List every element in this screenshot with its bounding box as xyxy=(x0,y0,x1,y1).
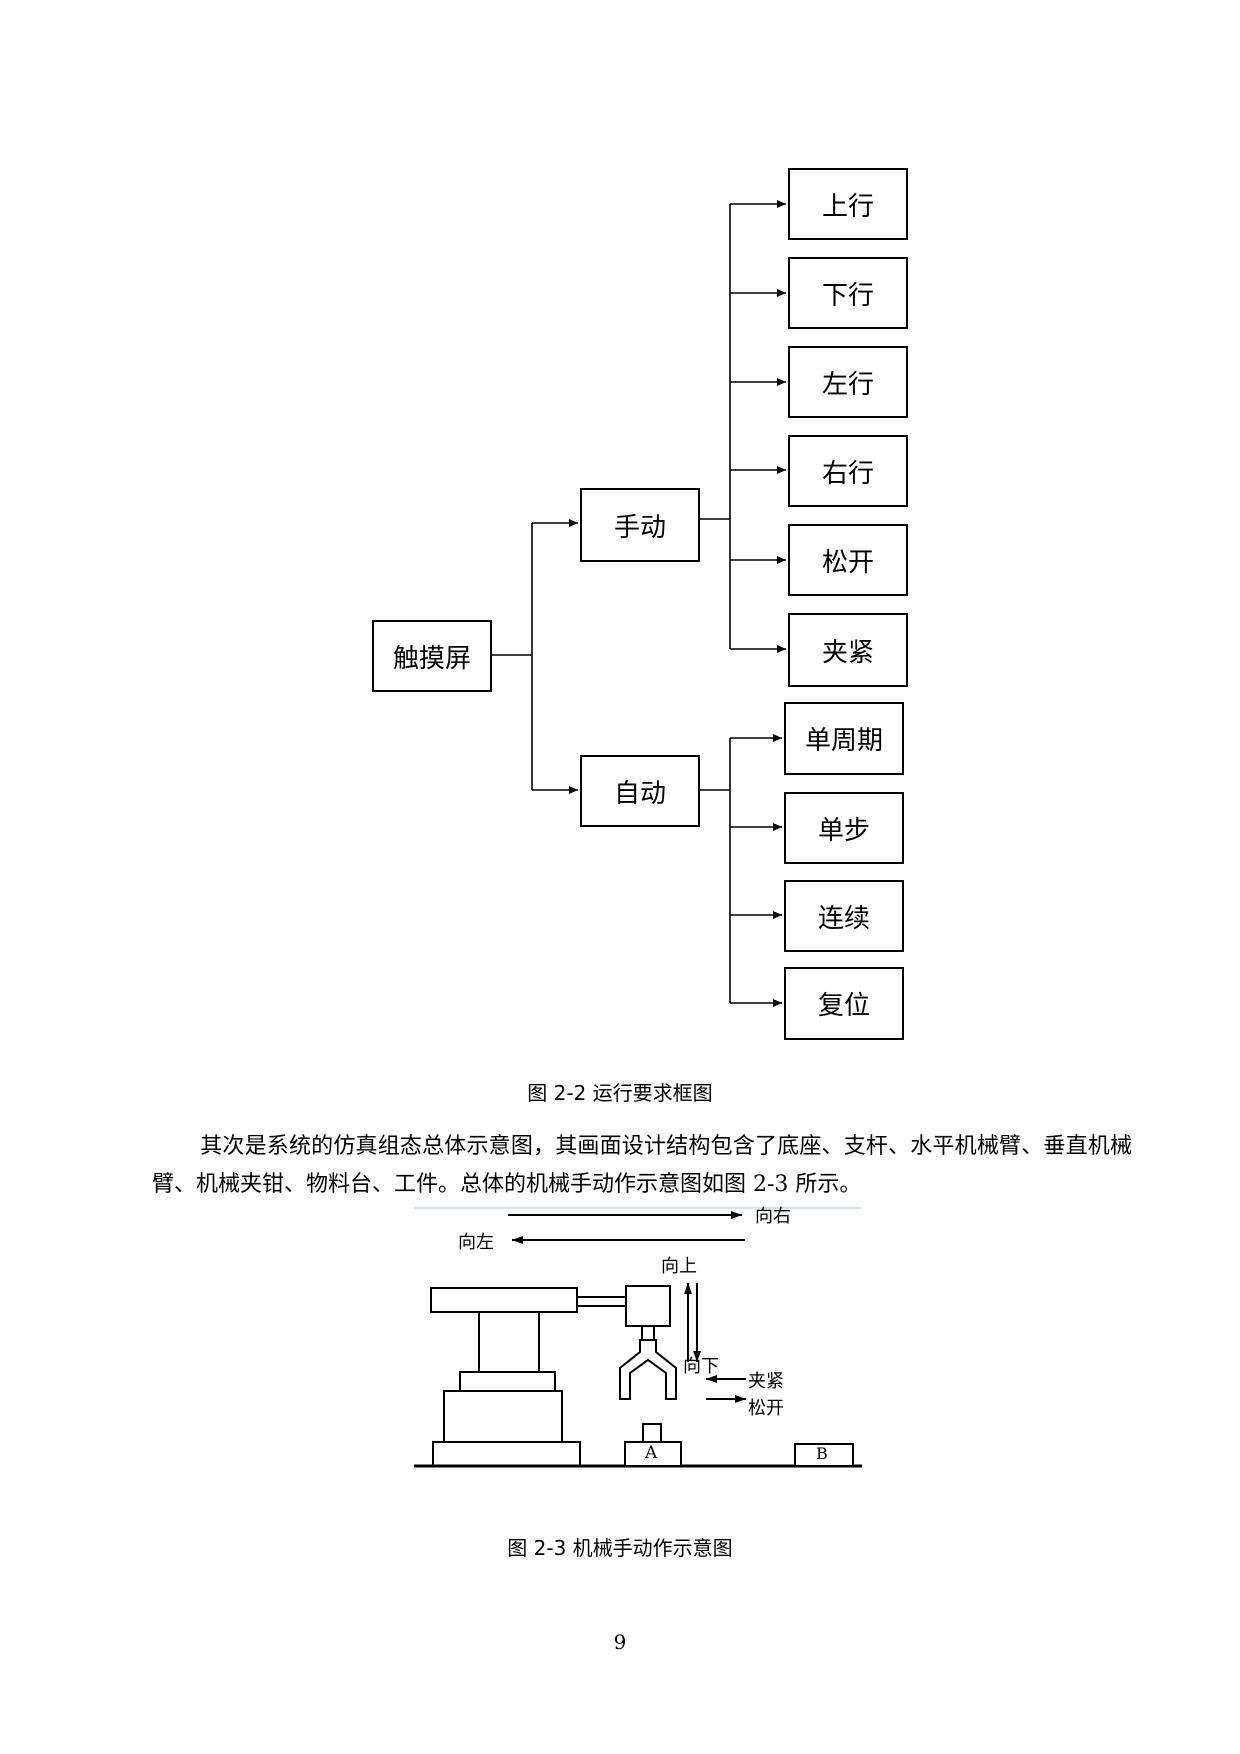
base-top xyxy=(459,1371,556,1392)
label-down: 向下 xyxy=(683,1356,719,1377)
node-auto: 自动 xyxy=(580,755,700,827)
node-manual-left: 左行 xyxy=(788,346,908,418)
gripper-claw xyxy=(619,1339,677,1400)
node-auto-continuous: 连续 xyxy=(784,880,904,952)
label-clamp: 夹紧 xyxy=(748,1371,784,1392)
figure-caption-2-3: 图 2-3 机械手动作示意图 xyxy=(507,1536,733,1560)
base-bottom xyxy=(432,1441,581,1467)
label-station-a: A xyxy=(645,1443,658,1463)
label-right: 向右 xyxy=(755,1206,791,1227)
figure-caption-2-2: 图 2-2 运行要求框图 xyxy=(527,1081,713,1105)
vertical-arm-head xyxy=(625,1285,671,1327)
base-middle xyxy=(443,1390,563,1443)
horizontal-arm-beam xyxy=(430,1287,578,1313)
node-manual-clamp: 夹紧 xyxy=(788,613,908,687)
fig-2-2-connectors xyxy=(492,200,786,1007)
page-number: 9 xyxy=(613,1630,627,1654)
node-manual-release: 松开 xyxy=(788,524,908,596)
node-auto-single-step: 单步 xyxy=(784,792,904,864)
label-left: 向左 xyxy=(458,1232,494,1253)
support-column xyxy=(478,1311,540,1373)
node-manual-right: 右行 xyxy=(788,435,908,507)
piston-rod xyxy=(576,1296,627,1307)
label-up: 向上 xyxy=(661,1256,697,1277)
node-manual-up: 上行 xyxy=(788,168,908,240)
label-station-b: B xyxy=(816,1444,828,1463)
node-touchscreen: 触摸屏 xyxy=(372,620,492,692)
node-auto-reset: 复位 xyxy=(784,967,904,1040)
workpiece xyxy=(642,1423,662,1443)
node-manual: 手动 xyxy=(580,488,700,562)
paragraph-text: 其次是系统的仿真组态总体示意图，其画面设计结构包含了底座、支杆、水平机械臂、垂直… xyxy=(152,1134,1132,1197)
label-release: 松开 xyxy=(748,1398,784,1419)
node-auto-single-cycle: 单周期 xyxy=(784,702,904,775)
body-paragraph: 其次是系统的仿真组态总体示意图，其画面设计结构包含了底座、支杆、水平机械臂、垂直… xyxy=(152,1128,1132,1204)
vertical-arm-stem xyxy=(641,1325,655,1341)
node-manual-down: 下行 xyxy=(788,257,908,329)
